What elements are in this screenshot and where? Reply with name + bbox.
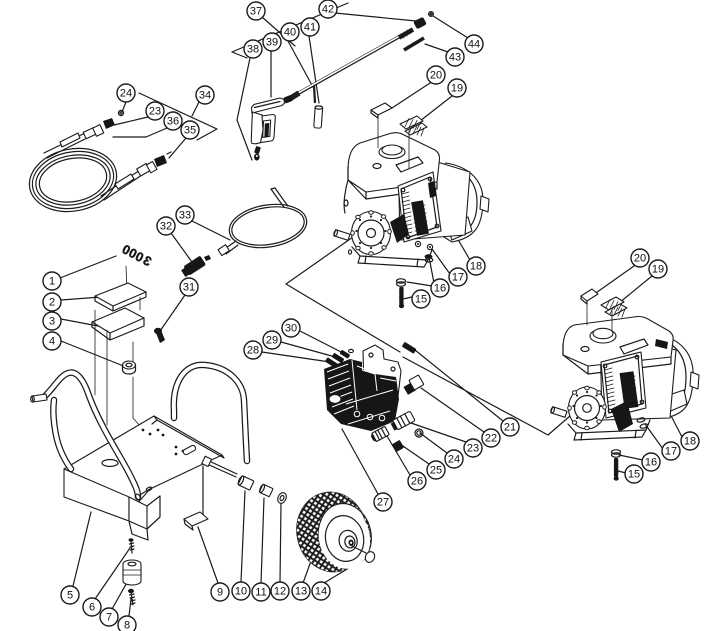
svg-text:41: 41 — [304, 22, 316, 34]
svg-text:14: 14 — [315, 586, 327, 598]
svg-text:5: 5 — [67, 590, 73, 602]
svg-text:23: 23 — [149, 106, 161, 118]
svg-text:17: 17 — [665, 446, 677, 458]
svg-text:30: 30 — [285, 323, 297, 335]
svg-text:40: 40 — [284, 27, 296, 39]
svg-text:19: 19 — [451, 83, 463, 95]
svg-text:35: 35 — [184, 125, 196, 137]
svg-text:20: 20 — [634, 253, 646, 265]
svg-text:44: 44 — [468, 39, 480, 51]
svg-text:25: 25 — [430, 465, 442, 477]
svg-text:15: 15 — [415, 294, 427, 306]
svg-text:1: 1 — [49, 276, 55, 288]
svg-text:24: 24 — [120, 88, 132, 100]
svg-text:37: 37 — [250, 6, 262, 18]
svg-text:34: 34 — [199, 90, 211, 102]
svg-text:29: 29 — [266, 335, 278, 347]
svg-text:18: 18 — [684, 436, 696, 448]
svg-text:16: 16 — [645, 457, 657, 469]
svg-text:12: 12 — [274, 586, 286, 598]
svg-text:4: 4 — [49, 336, 55, 348]
svg-text:26: 26 — [411, 476, 423, 488]
svg-text:9: 9 — [217, 587, 223, 599]
svg-text:2: 2 — [49, 297, 55, 309]
svg-text:8: 8 — [124, 620, 130, 631]
svg-text:27: 27 — [377, 497, 389, 509]
svg-text:42: 42 — [322, 4, 334, 16]
svg-text:38: 38 — [247, 44, 259, 56]
svg-text:20: 20 — [430, 70, 442, 82]
svg-text:17: 17 — [452, 272, 464, 284]
svg-text:10: 10 — [235, 586, 247, 598]
svg-text:32: 32 — [160, 221, 172, 233]
svg-text:13: 13 — [295, 586, 307, 598]
svg-text:18: 18 — [470, 261, 482, 273]
svg-text:31: 31 — [183, 282, 195, 294]
svg-text:16: 16 — [434, 283, 446, 295]
svg-text:7: 7 — [106, 612, 112, 624]
svg-text:24: 24 — [448, 454, 460, 466]
svg-text:6: 6 — [89, 602, 95, 614]
svg-text:28: 28 — [247, 345, 259, 357]
svg-text:15: 15 — [628, 469, 640, 481]
svg-text:23: 23 — [467, 443, 479, 455]
svg-text:43: 43 — [449, 52, 461, 64]
svg-text:11: 11 — [255, 587, 266, 599]
svg-text:39: 39 — [266, 37, 278, 49]
svg-text:33: 33 — [179, 210, 191, 222]
svg-text:21: 21 — [504, 422, 516, 434]
svg-text:19: 19 — [652, 264, 664, 276]
svg-text:36: 36 — [167, 116, 179, 128]
svg-text:3: 3 — [49, 316, 55, 328]
svg-text:22: 22 — [485, 433, 497, 445]
